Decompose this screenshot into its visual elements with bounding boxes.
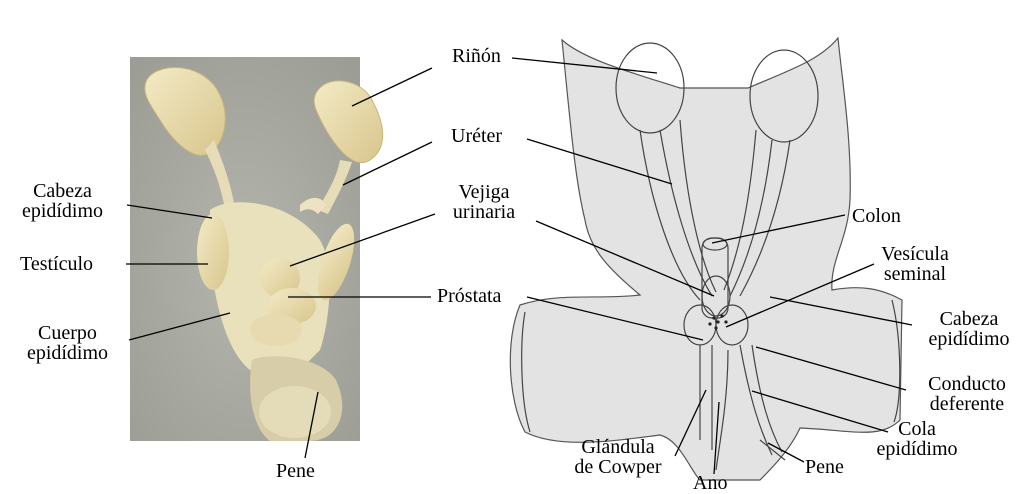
label-cabeza-right-line2: epidídimo [912, 329, 1026, 349]
label-conducto-line2: deferente [908, 394, 1026, 414]
label-ano: Ano [693, 473, 727, 493]
label-conducto-line1: Conducto [908, 374, 1026, 394]
line-pene-right [768, 443, 804, 462]
label-vejiga-urinaria: Vejiga urinaria [434, 182, 534, 222]
line-vejiga-drawing [536, 221, 714, 296]
label-rinon: Riñón [452, 46, 501, 66]
label-vesicula-line1: Vesícula [860, 244, 970, 264]
line-ano [714, 402, 719, 474]
label-cuerpo-line1: Cuerpo [5, 323, 130, 343]
label-testiculo: Testículo [20, 254, 93, 274]
line-vejiga-photo [290, 214, 435, 266]
line-pene-left [305, 392, 318, 458]
label-cabeza-epididimo-left: Cabeza epidídimo [0, 181, 125, 221]
label-glandula-cowper: Glándula de Cowper [556, 437, 680, 477]
label-cola-line2: epidídimo [862, 439, 972, 459]
line-colon [712, 215, 845, 243]
line-cabeza-right [770, 297, 912, 325]
label-pene-right: Pene [805, 457, 844, 477]
label-glandula-line1: Glándula [556, 437, 680, 457]
label-cabeza-left-line1: Cabeza [0, 181, 125, 201]
label-cuerpo-epididimo: Cuerpo epidídimo [5, 323, 130, 363]
line-ureter-drawing [527, 139, 672, 184]
label-cuerpo-line2: epidídimo [5, 343, 130, 363]
label-colon: Colon [852, 206, 901, 226]
label-vejiga-line2: urinaria [434, 202, 534, 222]
label-prostata: Próstata [437, 286, 501, 306]
label-vesicula-seminal: Vesícula seminal [860, 244, 970, 284]
label-glandula-line2: de Cowper [556, 457, 680, 477]
line-rinon-photo [352, 68, 432, 106]
label-vejiga-line1: Vejiga [434, 182, 534, 202]
label-cabeza-epididimo-right: Cabeza epidídimo [912, 309, 1026, 349]
line-cuerpo [129, 313, 230, 340]
label-cola-line1: Cola [862, 419, 972, 439]
label-cabeza-left-line2: epidídimo [0, 201, 125, 221]
label-vesicula-line2: seminal [860, 264, 970, 284]
label-cabeza-right-line1: Cabeza [912, 309, 1026, 329]
line-rinon-drawing [512, 58, 657, 73]
line-prostata-drawing [527, 297, 703, 340]
label-ureter: Uréter [451, 126, 502, 146]
line-cabeza-left [127, 205, 212, 218]
line-vesicula [726, 264, 874, 327]
label-cola-epididimo: Cola epidídimo [862, 419, 972, 459]
label-pene-left: Pene [276, 461, 315, 481]
line-conducto [756, 347, 906, 390]
line-ureter-photo [343, 142, 432, 185]
label-conducto-deferente: Conducto deferente [908, 374, 1026, 414]
